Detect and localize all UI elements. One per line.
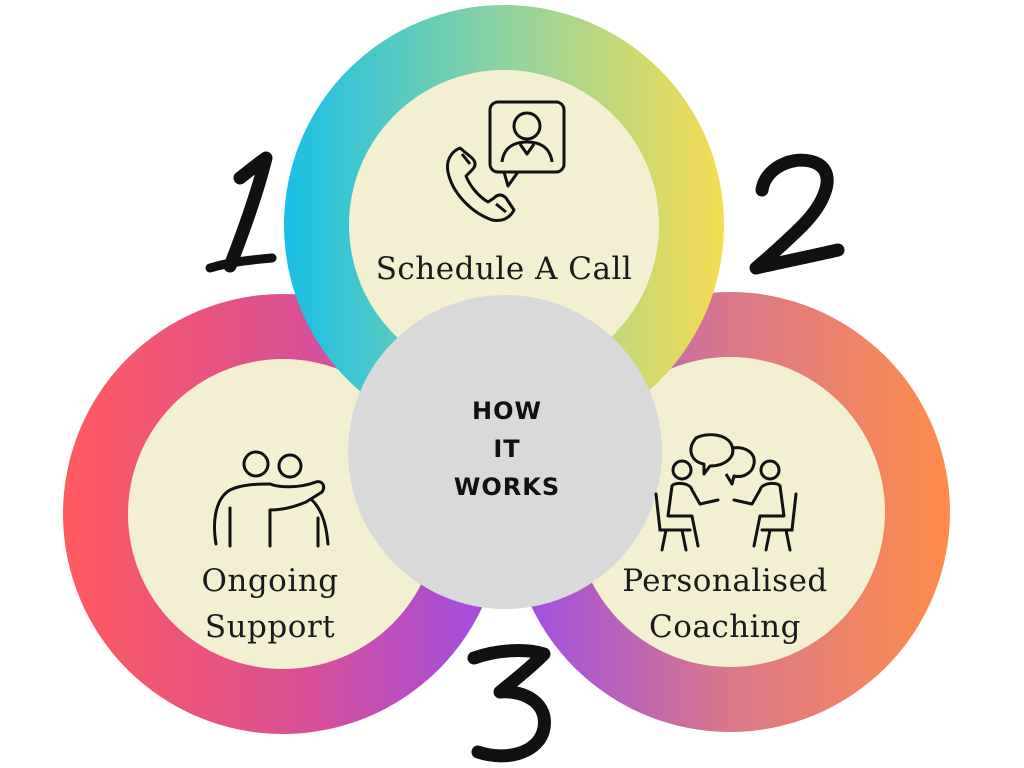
schedule-call-label: Schedule A Call <box>375 251 633 287</box>
step-number-1: 1 <box>200 149 277 273</box>
svg-text:1: 1 <box>200 149 201 151</box>
personalised-coaching-label: Personalised Coaching <box>600 558 850 650</box>
svg-text:3: 3 <box>456 639 457 641</box>
center-title-line-1: HOW <box>472 397 542 425</box>
personalised-coaching-label-line-1: Personalised <box>622 563 828 599</box>
personalised-coaching-label-line-2: Coaching <box>649 609 801 645</box>
step-number-3: 3 <box>456 639 551 763</box>
ongoing-support-label: Ongoing Support <box>150 558 390 650</box>
ongoing-support-label-line-1: Ongoing <box>201 563 339 599</box>
video-call-phone-icon <box>446 100 566 222</box>
center-title-line-3: WORKS <box>453 473 561 501</box>
center-title-line-2: IT <box>493 435 521 463</box>
center-circle <box>348 295 662 609</box>
svg-text:2: 2 <box>742 149 743 151</box>
center-title: HOW IT WORKS <box>432 392 582 506</box>
support-people-icon <box>213 450 330 548</box>
ongoing-support-label-line-2: Support <box>204 609 336 645</box>
step-number-2: 2 <box>742 149 845 275</box>
coaching-meeting-icon <box>654 433 798 552</box>
